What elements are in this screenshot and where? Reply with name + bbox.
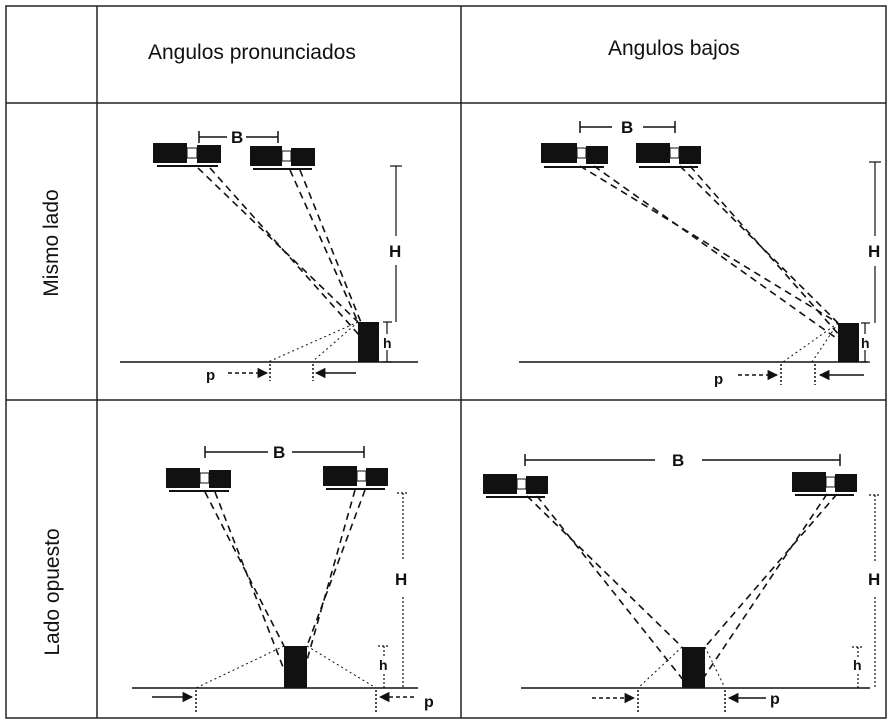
baseline-dimension — [524, 454, 841, 466]
label-b: B — [273, 443, 285, 462]
object-height-dimension — [383, 321, 392, 363]
shadow-rays — [195, 645, 377, 689]
cell-opposite-low — [483, 454, 881, 712]
parallax-arrows — [738, 364, 864, 385]
label-p: p — [424, 694, 434, 711]
satellite-icon — [636, 143, 701, 168]
view-rays — [197, 167, 371, 346]
shadow-rays — [782, 322, 839, 363]
satellite-icon — [323, 466, 388, 490]
object-height-dimension — [861, 322, 870, 363]
label-h-lower: h — [861, 335, 870, 351]
label-h-upper: H — [868, 242, 880, 261]
object-height-dimension — [852, 646, 864, 688]
label-h-upper: H — [395, 570, 407, 589]
view-rays — [526, 493, 838, 687]
height-dimension — [869, 494, 881, 688]
building — [682, 647, 705, 688]
row-header-same-side: Mismo lado — [40, 189, 63, 297]
row-header-opposite-side: Lado opuesto — [41, 528, 64, 656]
baseline-dimension — [204, 446, 365, 458]
table-grid — [5, 5, 887, 719]
column-header-low: Angulos bajos — [608, 37, 740, 60]
baseline-dimension — [198, 131, 279, 143]
cell-same-low — [519, 121, 881, 385]
parallax-arrows — [592, 690, 766, 712]
shadow-rays — [267, 321, 359, 363]
satellite-icon — [153, 143, 221, 167]
satellite-icon — [250, 146, 315, 170]
view-rays — [204, 489, 366, 686]
label-b: B — [231, 128, 243, 147]
label-b: B — [672, 451, 684, 470]
shadow-rays — [637, 646, 726, 689]
height-dimension — [390, 165, 402, 322]
cell-opposite-steep — [132, 446, 418, 712]
satellite-icon — [792, 472, 857, 496]
label-h-upper: H — [389, 242, 401, 261]
view-rays — [579, 165, 849, 346]
cell-same-steep — [120, 131, 418, 381]
label-h-upper: H — [868, 570, 880, 589]
label-h-lower: h — [379, 657, 388, 673]
label-h-lower: h — [853, 657, 862, 673]
parallax-arrows — [228, 364, 356, 381]
building — [284, 646, 307, 688]
column-header-steep: Angulos pronunciados — [148, 41, 356, 64]
height-dimension — [397, 492, 409, 688]
baseline-dimension — [579, 121, 676, 133]
label-h-lower: h — [383, 335, 392, 351]
satellite-icon — [166, 468, 231, 492]
label-p: p — [770, 691, 780, 708]
object-height-dimension — [378, 645, 390, 688]
label-p: p — [714, 371, 723, 388]
satellite-icon — [541, 143, 608, 168]
parallax-arrows — [152, 690, 414, 712]
label-b: B — [621, 118, 633, 137]
building — [838, 323, 859, 362]
height-dimension — [869, 161, 881, 323]
satellite-icon — [483, 474, 548, 498]
label-p: p — [206, 367, 215, 384]
